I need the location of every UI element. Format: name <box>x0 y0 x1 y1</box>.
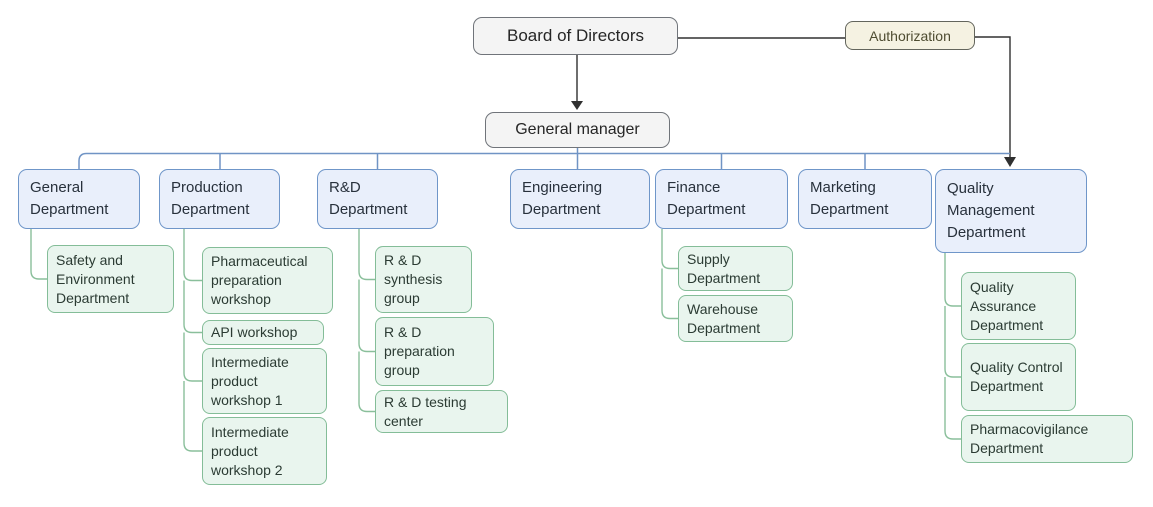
subdept-node-quality-assurance: Quality Assurance Department <box>961 272 1076 340</box>
subdept-node-warehouse: Warehouse Department <box>678 295 793 342</box>
subdept-node-safety-environment: Safety and Environment Department <box>47 245 174 313</box>
dept-node-quality-management: Quality Management Department <box>935 169 1087 253</box>
subdept-node-intermediate-workshop-2: Intermediate product workshop 2 <box>202 417 327 485</box>
dept-node-engineering: Engineering Department <box>510 169 650 229</box>
rail-manager-to-departments <box>78 148 1010 169</box>
dept-node-production: Production Department <box>159 169 280 229</box>
dept-node-marketing: Marketing Department <box>798 169 932 229</box>
connector-general-children <box>30 229 47 280</box>
node-board-of-directors: Board of Directors <box>473 17 678 55</box>
node-authorization: Authorization <box>845 21 975 50</box>
connector-rnd-children <box>358 229 375 413</box>
arrowhead-manager-icon <box>571 101 583 110</box>
dept-node-rnd: R&D Department <box>317 169 438 229</box>
connector-finance-children <box>661 229 678 320</box>
subdept-node-quality-control: Quality Control Department <box>961 343 1076 411</box>
dept-node-finance: Finance Department <box>655 169 788 229</box>
subdept-node-pharma-preparation-workshop: Pharmaceutical preparation workshop <box>202 247 333 314</box>
subdept-node-rnd-synthesis-group: R & D synthesis group <box>375 246 472 313</box>
connector-quality-children <box>944 253 961 440</box>
connector-production-children <box>183 229 202 452</box>
dept-node-general: General Department <box>18 169 140 229</box>
subdept-node-api-workshop: API workshop <box>202 320 324 345</box>
subdept-node-rnd-preparation-group: R & D preparation group <box>375 317 494 386</box>
subdept-node-supply: Supply Department <box>678 246 793 291</box>
arrowhead-quality-icon <box>1004 157 1016 167</box>
connector-authorization-to-quality <box>975 36 1011 158</box>
subdept-node-pharmacovigilance: Pharmacovigilance Department <box>961 415 1133 463</box>
subdept-node-intermediate-workshop-1: Intermediate product workshop 1 <box>202 348 327 414</box>
subdept-node-rnd-testing-center: R & D testing center <box>375 390 508 433</box>
node-general-manager: General manager <box>485 112 670 148</box>
